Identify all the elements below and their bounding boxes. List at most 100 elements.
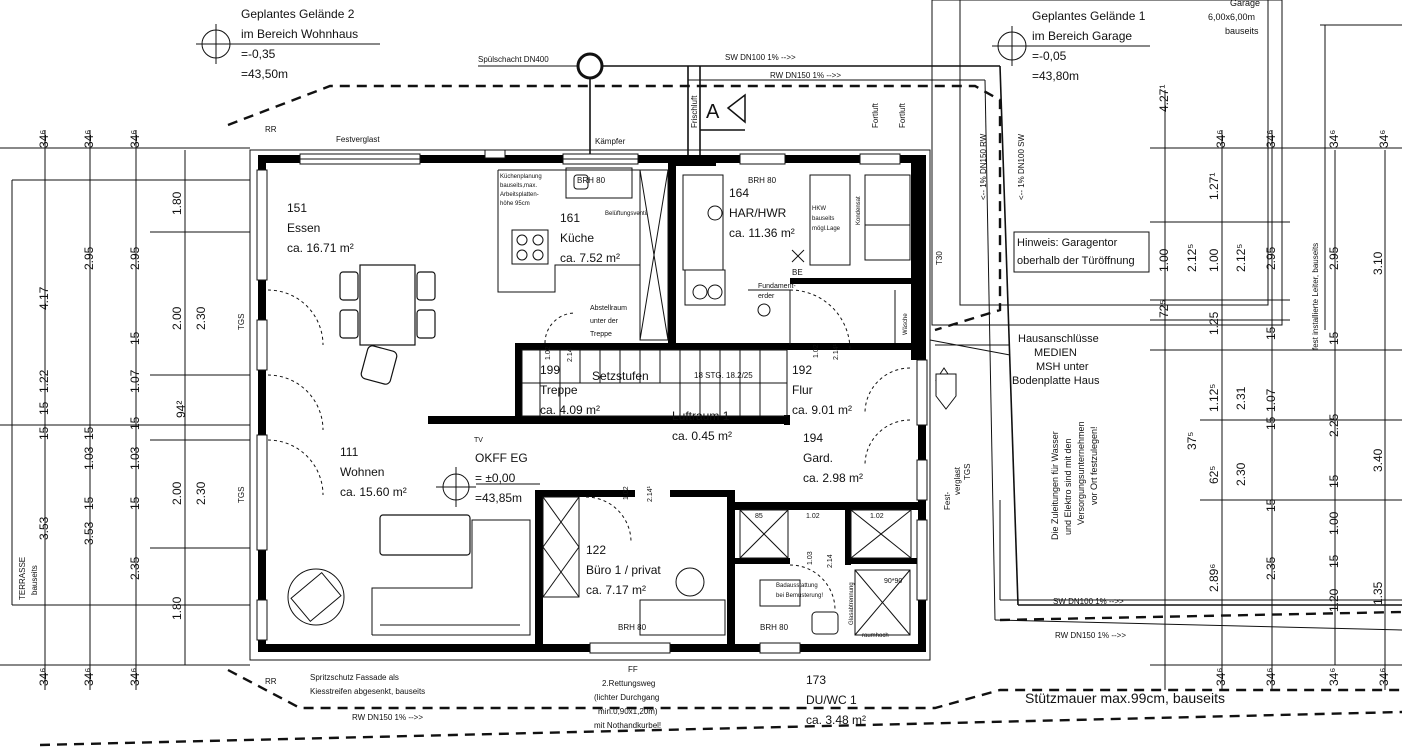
garage-note-1: Garage [1230, 0, 1260, 8]
be-label: BE [792, 268, 803, 277]
garage-note-3: bauseits [1225, 26, 1259, 36]
zuleitungen-1: Die Zuleitungen für Wasser [1050, 431, 1060, 540]
bathroom-fixtures [739, 509, 912, 636]
dim-corner-7: 34⁶ [1214, 130, 1228, 148]
spuelschacht-label: Spülschacht DN400 [478, 55, 549, 64]
dim-right-b-2: 1.00 [1207, 248, 1221, 272]
dim-left-mid-4: 15 [82, 496, 96, 510]
dim-left-axis-4: 94² [174, 401, 188, 418]
dim-right-d-3: 2.25 [1327, 413, 1341, 437]
room-wohnen-name: Wohnen [340, 465, 384, 479]
section-a-label: A [706, 101, 720, 123]
dim-right-a-6: 62⁵ [1207, 466, 1221, 484]
abstellraum-2: unter der [590, 318, 619, 325]
dimension-lines-right [1150, 90, 1402, 690]
dim-left-axis-1: 1.80 [170, 191, 184, 215]
level-wohnhaus-abs: =43,50m [241, 67, 288, 81]
room-treppe-area: ca. 4.09 m² [540, 403, 600, 417]
dim-left-outer-3: 15 [37, 401, 51, 415]
dim-right-e-2: 3.40 [1371, 448, 1385, 472]
level-garage-subtitle: im Bereich Garage [1032, 29, 1132, 43]
dim-left-inner-2: 1.07 [128, 369, 142, 393]
room-kueche-name: Küche [560, 231, 594, 245]
room-wohnen-num: 111 [340, 445, 359, 459]
dim-right-b-5: 1.12⁵ [1207, 384, 1221, 412]
okff-rel: = ±0,00 [475, 471, 516, 485]
waesche-label: Wäsche [903, 313, 909, 335]
room-kueche-area: ca. 7.52 m² [560, 251, 620, 265]
rettungsweg-4: mit Nothandkurbel! [594, 721, 661, 730]
room-flur-area: ca. 9.01 m² [792, 403, 852, 417]
fundament-2: erder [758, 293, 775, 300]
dim-door-1: 1.02 [623, 486, 630, 500]
room-flur-num: 192 [792, 363, 812, 377]
room-wohnen-area: ca. 15.60 m² [340, 485, 407, 499]
dim-right-c-4: 15 [1264, 416, 1278, 430]
dim-right-a-2: 2.12⁵ [1185, 244, 1199, 272]
dim-corner-11: 34⁶ [1214, 668, 1228, 686]
hkw-1: HKW [812, 206, 826, 212]
dim-right-a-4: 72⁵ [1157, 300, 1171, 318]
dim-corner-14: 34⁶ [1377, 668, 1391, 686]
dim-corner-6: 34⁶ [128, 668, 142, 686]
boundary-garage-line [999, 610, 1402, 622]
fortluft-label-1: Fortluft [871, 102, 880, 128]
dim-corner-5: 34⁶ [82, 668, 96, 686]
zuleitungen-3: Versorgungsunternehmen [1076, 421, 1086, 525]
zuleitungen-4: vor Ort festzulegen! [1089, 426, 1099, 505]
dim-right-c-1: 2.95 [1264, 246, 1278, 270]
office-furniture [542, 496, 726, 636]
dim-door-8: 2.14 [827, 554, 834, 568]
dim-right-b-7: 2.31 [1234, 386, 1248, 410]
door-swings [267, 289, 911, 611]
room-har-num: 164 [729, 186, 749, 200]
dim-right-a-3: 1.00 [1157, 248, 1171, 272]
room-har-name: HAR/HWR [729, 206, 787, 220]
dim-right-b-3: 2.12⁵ [1234, 244, 1248, 272]
dim-left-axis-5: 2.00 [170, 481, 184, 505]
room-essen-name: Essen [287, 221, 320, 235]
frischluft-label: Frischluft [690, 95, 699, 128]
dim-right-e-1: 3.10 [1371, 251, 1385, 275]
room-gard-area: ca. 2.98 m² [803, 471, 863, 485]
dim-door-6: 2.14 [567, 348, 574, 362]
dim-left-tick-4: 15 [37, 426, 51, 440]
fest-verglast-1: Fest- [943, 491, 952, 510]
entry-arrow-icon [935, 367, 957, 410]
room-duwc-name: DU/WC 1 [806, 693, 857, 707]
dim-left-mid-2: 15 [82, 426, 96, 440]
brh-bad: BRH 80 [760, 623, 789, 632]
hinweis-box [1013, 231, 1150, 273]
kuechenplanung-1: Küchenplanung [500, 174, 542, 180]
staircase [521, 349, 788, 417]
tgs-label-1: TGS [237, 314, 246, 330]
stg-label: 18 STG. 18.2/25 [694, 371, 753, 380]
room-essen-num: 151 [287, 201, 307, 215]
dim-right-d-4: 15 [1327, 474, 1341, 488]
belueftung-label: Belüftungsventil [605, 211, 647, 217]
level-wohnhaus-subtitle: im Bereich Wohnhaus [241, 27, 358, 41]
spuelschacht-icon [576, 52, 604, 80]
brh-buero: BRH 80 [618, 623, 647, 632]
leiter-label: fest installierte Leiter, bauseits [1311, 243, 1320, 350]
dim-right-b-4: 1.25 [1207, 311, 1221, 335]
dim-door-4: 2.14¹ [833, 343, 840, 360]
abstellraum-1: Abstellraum [590, 305, 627, 312]
dim-corner-9: 34⁶ [1327, 130, 1341, 148]
dim-left-inner-4: 2.35 [128, 556, 142, 580]
dim-left-outer-1: 4.17 [37, 286, 51, 310]
dim-door-3: 1.02 [813, 344, 820, 358]
dim-right-a-1: 4.27¹ [1157, 85, 1171, 112]
dim-right-c-6: 2.35 [1264, 556, 1278, 580]
dim-door-5: 1.02 [545, 346, 552, 360]
terrasse-1: TERRASSE [18, 557, 27, 600]
dim-door-9: 85 [755, 513, 763, 520]
t30-label: T30 [935, 251, 944, 265]
room-luftraum-area: ca. 0.45 m² [672, 429, 732, 443]
badausstattung-2: bei Bemusterung! [776, 593, 823, 599]
tv-label: TV [474, 437, 483, 444]
boundary-bottom-line [39, 710, 1402, 747]
dim-left-mid-5: 3.53 [82, 521, 96, 545]
sw-bottom-label: SW DN100 1% -->> [1053, 597, 1124, 606]
